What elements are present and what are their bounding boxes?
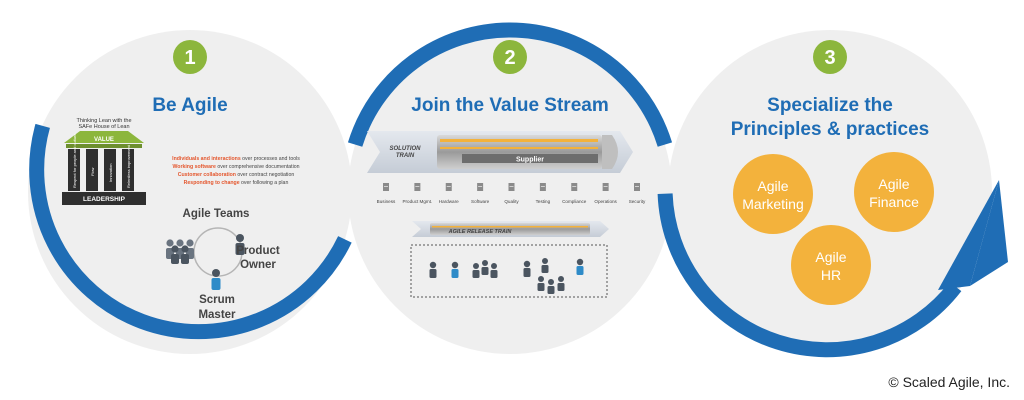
department-server-icon-detail: [540, 186, 545, 187]
pillar-labels: Respect for people and culture Flow Inno…: [72, 133, 131, 188]
solution-train: Supplier SOLUTION TRAIN: [367, 131, 633, 173]
department-server-icon-detail: [415, 186, 420, 187]
pillar-label-3: Innovation: [108, 164, 113, 182]
stage-3-title-line1: Specialize the: [767, 95, 893, 116]
department-label: Quality: [504, 199, 519, 204]
department-server-icon-detail: [635, 186, 639, 187]
department-label: Hardware: [439, 199, 459, 204]
spec-agile-marketing: Agile Marketing: [733, 154, 813, 234]
manifesto-line-1: Individuals and interactions over proces…: [172, 156, 300, 162]
department-8: Security: [629, 183, 646, 204]
house-base-label: LEADERSHIP: [83, 196, 126, 203]
department-3: Software: [471, 183, 490, 204]
agile-teams-title: Agile Teams: [183, 208, 250, 220]
department-label: Testing: [536, 199, 551, 204]
scrum-master-person-icon: [211, 269, 221, 290]
manifesto-line-4: Responding to change over following a pl…: [184, 180, 289, 186]
agile-manifesto: Individuals and interactions over proces…: [172, 156, 300, 186]
department-server-icon-detail: [509, 186, 514, 187]
agile-release-train: AGILE RELEASE TRAIN: [412, 221, 609, 237]
manifesto-line-2: Working software over comprehensive docu…: [172, 164, 299, 170]
release-train-teams-box: [410, 244, 608, 298]
department-4: Quality: [504, 183, 519, 204]
spec-marketing-line2: Marketing: [742, 196, 803, 212]
step-2-badge: 2: [493, 40, 527, 74]
pillar-label-4: Relentless improvement: [126, 144, 131, 188]
stage-1-title: Be Agile: [152, 95, 227, 116]
journey-path: [29, 22, 962, 358]
solution-train-label-line2: TRAIN: [396, 153, 415, 159]
department-7: Operations: [594, 183, 618, 204]
department-server-icon-detail: [572, 186, 577, 187]
department-label: Product Mgmt.: [402, 199, 432, 204]
house-roof: [64, 131, 144, 143]
house-pillars: [68, 149, 134, 191]
spec-finance-line1: Agile: [878, 176, 909, 192]
release-train-label: AGILE RELEASE TRAIN: [448, 229, 513, 235]
department-label: Operations: [594, 199, 617, 204]
department-row: Business Product Mgmt. Hardware Software Qua…: [377, 183, 646, 204]
department-0: Business: [377, 183, 396, 204]
manifesto-line-3: Customer collaboration over contract neg…: [178, 172, 295, 178]
department-server-icon-detail: [446, 186, 451, 187]
product-owner-person-icon: [235, 234, 245, 255]
department-2: Hardware: [439, 183, 459, 204]
step-3-badge: 3: [813, 40, 847, 74]
step-1-badge: 1: [173, 40, 207, 74]
product-owner-label-line1: Product: [236, 245, 280, 257]
product-owner-label-line2: Owner: [240, 259, 276, 271]
department-6: Compliance: [562, 183, 587, 204]
house-roof-label: VALUE: [94, 137, 114, 143]
copyright-notice: © Scaled Agile, Inc.: [888, 374, 1010, 390]
stage-3-title-line2: Principles & practices: [731, 119, 930, 140]
step-1-number: 1: [184, 47, 195, 69]
department-label: Software: [471, 199, 490, 204]
stage-1-circle: [28, 30, 352, 354]
team-people-icon: [166, 239, 194, 264]
department-label: Business: [377, 199, 396, 204]
department-label: Security: [629, 199, 646, 204]
spec-hr-line2: HR: [821, 267, 841, 283]
department-1: Product Mgmt.: [402, 183, 432, 204]
department-label: Compliance: [562, 199, 587, 204]
journey-arrowhead-body: [970, 180, 1008, 286]
supplier-label: Supplier: [516, 157, 544, 164]
stage-2-circle: [348, 30, 672, 354]
spec-marketing-line1: Agile: [757, 178, 788, 194]
spec-hr-line1: Agile: [815, 249, 846, 265]
scrum-master-label-line2: Master: [198, 309, 236, 321]
journey-arrowhead: [938, 180, 999, 290]
pillar-label-2: Flow: [90, 167, 95, 176]
department-server-icon-detail: [478, 186, 483, 187]
spec-agile-finance: Agile Finance: [854, 152, 934, 232]
department-server-icon-detail: [603, 186, 608, 187]
pillar-label-1: Respect for people and culture: [72, 133, 77, 188]
house-caption-line1: Thinking Lean with the: [76, 118, 131, 124]
solution-train-label-line1: SOLUTION: [390, 146, 422, 152]
department-server-icon-detail: [384, 186, 388, 187]
step-2-number: 2: [504, 47, 515, 69]
step-3-number: 3: [824, 47, 835, 69]
release-train-teams-people: [429, 258, 584, 294]
stage-2-title: Join the Value Stream: [411, 95, 608, 116]
spec-agile-hr: Agile HR: [791, 225, 871, 305]
spec-finance-line2: Finance: [869, 194, 919, 210]
house-base: [62, 192, 146, 205]
house-caption-line2: SAFe House of Lean: [78, 124, 129, 130]
scrum-master-label-line1: Scrum: [199, 294, 235, 306]
house-of-lean: Thinking Lean with the SAFe House of Lea…: [62, 118, 146, 205]
stage-3-circle: [668, 30, 992, 354]
department-5: Testing: [536, 183, 551, 204]
